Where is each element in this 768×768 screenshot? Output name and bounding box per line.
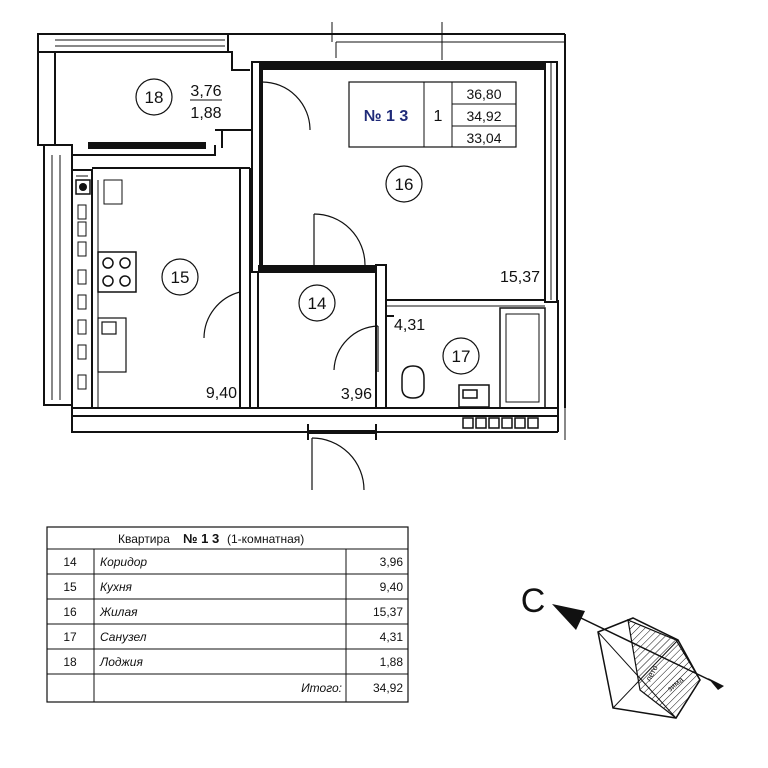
room-number: 17 [452, 347, 471, 366]
table-total-row: Итого: 34,92 [301, 681, 403, 695]
north-letter-icon: С [521, 582, 546, 620]
table-title-suffix: (1-комнатная) [227, 532, 304, 546]
table-row: 15 Кухня 9,40 [63, 580, 403, 594]
table-row: 16 Жилая 15,37 [63, 605, 403, 619]
table-row: 17 Санузел 4,31 [63, 630, 403, 644]
compass-rose: С лето зима [521, 582, 724, 719]
room-17: 17 4,31 [394, 317, 480, 375]
svg-text:18: 18 [63, 655, 77, 669]
walls [37, 22, 566, 440]
svg-text:16: 16 [63, 605, 77, 619]
north-arrow-icon [552, 604, 585, 630]
room-number-circle [385, 165, 423, 203]
door-swings [203, 81, 379, 491]
apartment-rooms: 1 [434, 108, 443, 125]
bath-radiator-icon [462, 417, 539, 429]
svg-text:Кухня: Кухня [100, 580, 133, 594]
table-row: 14 Коридор 3,96 [63, 555, 403, 569]
room-area: 1,88 [190, 105, 221, 122]
radiator-icon [77, 204, 87, 390]
table-title-number: № 1 3 [183, 531, 219, 546]
table-row: 18 Лоджия 1,88 [63, 655, 403, 669]
table-title-prefix: Квартира [118, 532, 170, 546]
fridge-icon [103, 179, 123, 205]
room-number-circle [442, 337, 480, 375]
svg-text:15,37: 15,37 [373, 605, 403, 619]
room-area: 15,37 [500, 269, 540, 286]
room-number-circle [135, 78, 173, 116]
room-table: Квартира № 1 3 (1-комнатная) 14 Коридор … [46, 526, 409, 703]
room-number: 16 [395, 175, 414, 194]
apartment-badge: № 1 3 1 36,80 34,92 33,04 [348, 81, 517, 148]
room-number-circle [161, 258, 199, 296]
room-15: 15 9,40 [161, 258, 237, 402]
svg-text:3,96: 3,96 [380, 555, 404, 569]
svg-text:Коридор: Коридор [100, 555, 147, 569]
bathtub-icon [499, 307, 546, 409]
room-extra-area: 3,76 [190, 83, 221, 100]
room-area: 3,96 [341, 386, 372, 403]
room-14: 14 3,96 [298, 284, 372, 403]
total-label: Итого: [301, 681, 342, 695]
svg-text:Лоджия: Лоджия [99, 655, 143, 669]
vent-icon [75, 179, 91, 195]
sink-icon [97, 317, 127, 373]
area-living-kitchen: 33,04 [466, 130, 501, 146]
svg-text:14: 14 [63, 555, 77, 569]
area-reduced: 34,92 [466, 108, 501, 124]
svg-text:Жилая: Жилая [99, 605, 138, 619]
room-18: 18 3,76 1,88 [135, 78, 222, 122]
toilet-icon [401, 365, 425, 399]
sun-rose-hatched [627, 619, 701, 719]
svg-text:9,40: 9,40 [380, 580, 404, 594]
stove-icon [97, 251, 137, 293]
svg-text:4,31: 4,31 [380, 630, 404, 644]
total-value: 34,92 [373, 681, 403, 695]
apartment-number: № 1 3 [364, 108, 409, 125]
room-number: 18 [145, 88, 164, 107]
area-total: 36,80 [466, 86, 501, 102]
room-number: 14 [308, 294, 327, 313]
room-number: 15 [171, 268, 190, 287]
svg-text:Санузел: Санузел [100, 630, 147, 644]
room-area: 4,31 [394, 317, 425, 334]
room-area: 9,40 [206, 385, 237, 402]
room-number-circle [298, 284, 336, 322]
svg-text:17: 17 [63, 630, 77, 644]
svg-text:1,88: 1,88 [380, 655, 404, 669]
room-16: 16 15,37 [385, 165, 540, 286]
svg-text:15: 15 [63, 580, 77, 594]
washbasin-icon [458, 384, 490, 408]
